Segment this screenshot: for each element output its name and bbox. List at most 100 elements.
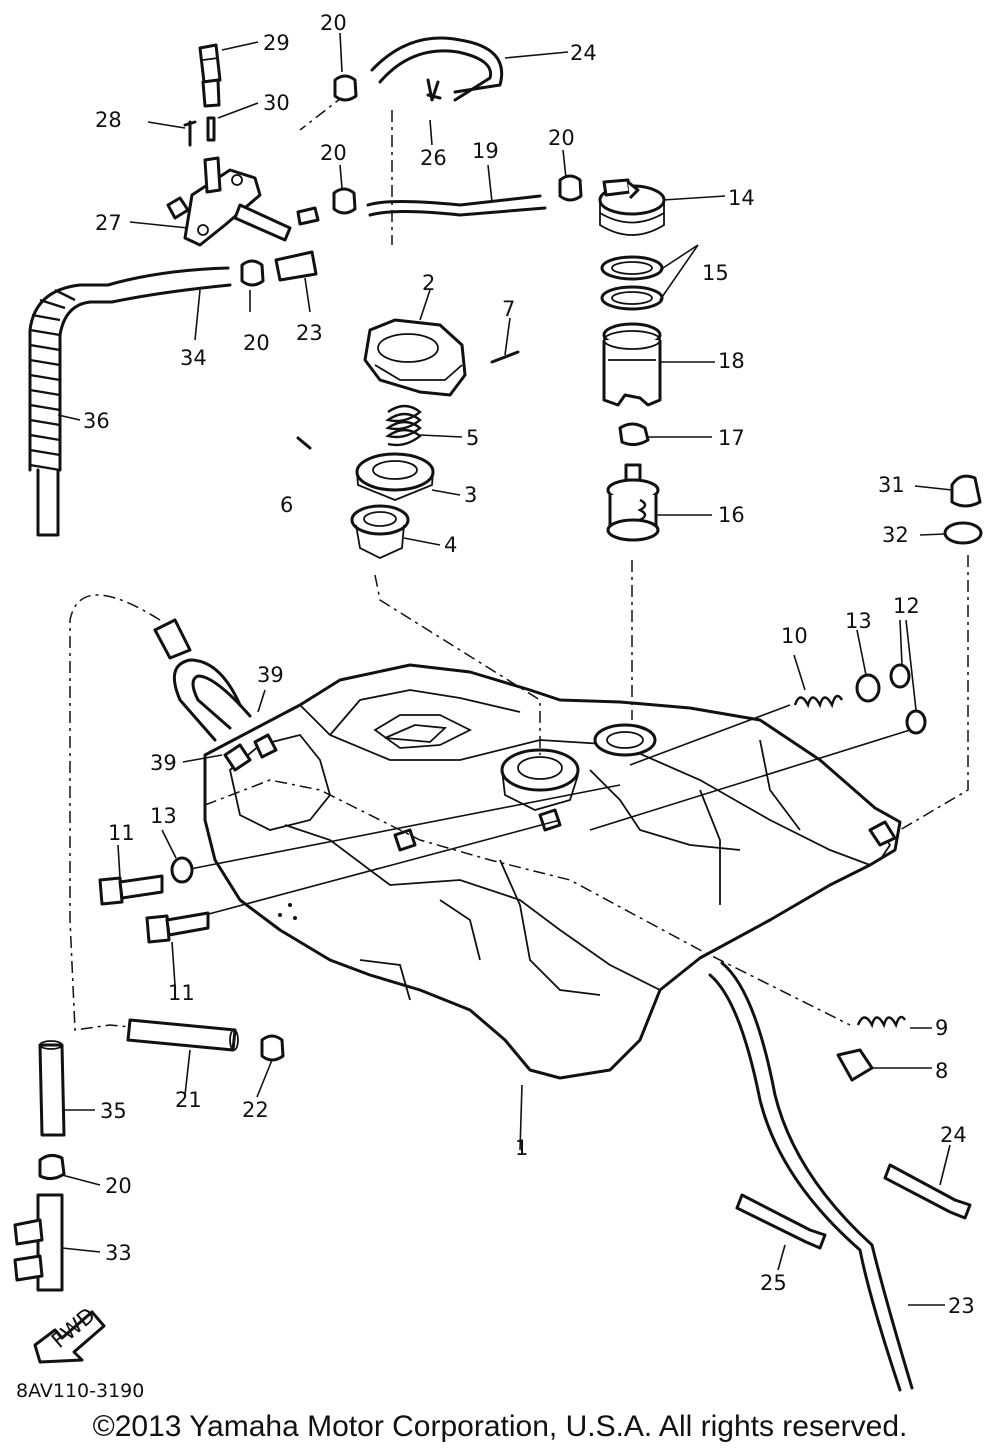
wire-clip <box>426 78 442 102</box>
callout-39-b: 39 <box>150 751 177 775</box>
hose-32-inner <box>110 283 232 304</box>
callout-26: 26 <box>420 146 447 170</box>
callout-3: 3 <box>464 483 477 507</box>
tube-33 <box>38 1043 66 1137</box>
callout-39-a: 39 <box>257 663 284 687</box>
callout-19: 19 <box>472 139 499 163</box>
callout-17: 17 <box>718 426 745 450</box>
fuel-cock-knob <box>198 43 222 108</box>
callout-28: 32 <box>882 523 909 547</box>
fuel-cock <box>166 156 320 247</box>
hose-30-inner <box>378 49 493 102</box>
washer-12-b <box>905 709 927 735</box>
pin-6 <box>296 436 312 450</box>
washer-13-top <box>855 673 881 703</box>
washer-28 <box>943 521 983 545</box>
hose-23-outer <box>708 973 902 1392</box>
callout-13-b: 13 <box>150 804 177 828</box>
hose-clamps <box>38 74 583 1181</box>
washer-12-a <box>889 663 911 689</box>
spring-9 <box>856 1015 907 1029</box>
callout-20-e: 20 <box>105 1174 132 1198</box>
callout-9: 9 <box>935 1016 948 1040</box>
hose-30-outer <box>370 36 503 94</box>
vent-tube-loop-inner <box>191 674 252 730</box>
callout-11-b: 11 <box>168 981 195 1005</box>
clip-8 <box>836 1048 874 1082</box>
callout-labels: 29 20 24 28 30 26 20 19 20 14 27 15 2 7 … <box>83 11 975 1318</box>
strap-25 <box>735 1193 827 1250</box>
callout-14: 14 <box>728 186 755 210</box>
callout-18: 18 <box>718 349 745 373</box>
callout-23: 23 <box>948 1294 975 1318</box>
callout-15: 15 <box>702 261 729 285</box>
callout-38: 30 <box>263 91 290 115</box>
callout-8: 8 <box>935 1059 948 1083</box>
callout-36: 28 <box>95 108 122 132</box>
callout-4: 4 <box>444 533 457 557</box>
callout-16: 16 <box>718 503 745 527</box>
vent-tube-loop-outer <box>172 658 242 742</box>
tee-joint <box>13 1193 64 1292</box>
callout-13-a: 13 <box>845 609 872 633</box>
callout-32: 34 <box>180 346 207 370</box>
callout-24: 24 <box>940 1123 967 1147</box>
fuel-pump-cap <box>598 178 666 236</box>
bolt-11-lower <box>145 911 210 944</box>
callout-leaders <box>57 32 953 1306</box>
callout-11-a: 11 <box>108 821 135 845</box>
callout-1: 1 <box>515 1136 528 1160</box>
callout-31: 33 <box>105 1241 132 1265</box>
callout-27: 31 <box>878 473 905 497</box>
filler-neck-seat <box>350 504 410 559</box>
callout-20-d: 20 <box>243 331 270 355</box>
strap-24 <box>883 1163 972 1220</box>
callout-33: 35 <box>100 1099 127 1123</box>
callout-5: 5 <box>466 426 479 450</box>
callout-12: 12 <box>893 594 920 618</box>
callout-20-b: 20 <box>320 141 347 165</box>
pin-7 <box>490 350 520 364</box>
callout-37: 29 <box>263 31 290 55</box>
callout-20-a: 20 <box>320 11 347 35</box>
corrugated-hose <box>28 283 114 537</box>
callout-29: 23 <box>296 321 323 345</box>
callout-6: 6 <box>280 493 293 517</box>
hose-21 <box>126 1018 237 1052</box>
spring-10 <box>793 694 844 709</box>
callout-35: 27 <box>95 211 122 235</box>
screw-38 <box>206 116 216 142</box>
bolt-11-upper <box>98 874 164 906</box>
callout-25: 25 <box>760 1271 787 1295</box>
callout-7: 7 <box>502 297 515 321</box>
copyright-notice: ©2013 Yamaha Motor Corporation, U.S.A. A… <box>92 1410 908 1443</box>
filler-cap <box>363 318 467 397</box>
callout-34: 36 <box>83 409 110 433</box>
assembly-guide-lines <box>69 94 969 1031</box>
fuel-pump-body <box>602 322 662 407</box>
filler-ring <box>355 452 435 501</box>
callout-2: 2 <box>422 271 435 295</box>
fuel-pump-rings <box>600 255 664 311</box>
washer-13-left <box>170 856 194 884</box>
callout-10: 10 <box>781 624 808 648</box>
callout-30: 24 <box>570 41 597 65</box>
callout-21: 21 <box>175 1088 202 1112</box>
callout-22: 22 <box>242 1098 269 1122</box>
hose-19-outer <box>366 194 542 207</box>
vent-tube-end <box>153 618 192 660</box>
cap-27 <box>950 474 982 508</box>
hose-23-inner <box>720 961 914 1390</box>
forward-direction-arrow: FWD <box>33 1303 106 1364</box>
hose-32-outer <box>106 266 230 287</box>
fuel-filter <box>606 463 660 542</box>
pump-clip <box>618 422 650 447</box>
fitting-29 <box>274 250 318 282</box>
screw-36 <box>183 120 197 147</box>
spring <box>385 404 422 447</box>
fuel-tank <box>203 663 902 1080</box>
hose-19-inner <box>368 206 547 217</box>
diagram-code: 8AV110-3190 <box>16 1380 145 1402</box>
callout-20-c: 20 <box>548 126 575 150</box>
